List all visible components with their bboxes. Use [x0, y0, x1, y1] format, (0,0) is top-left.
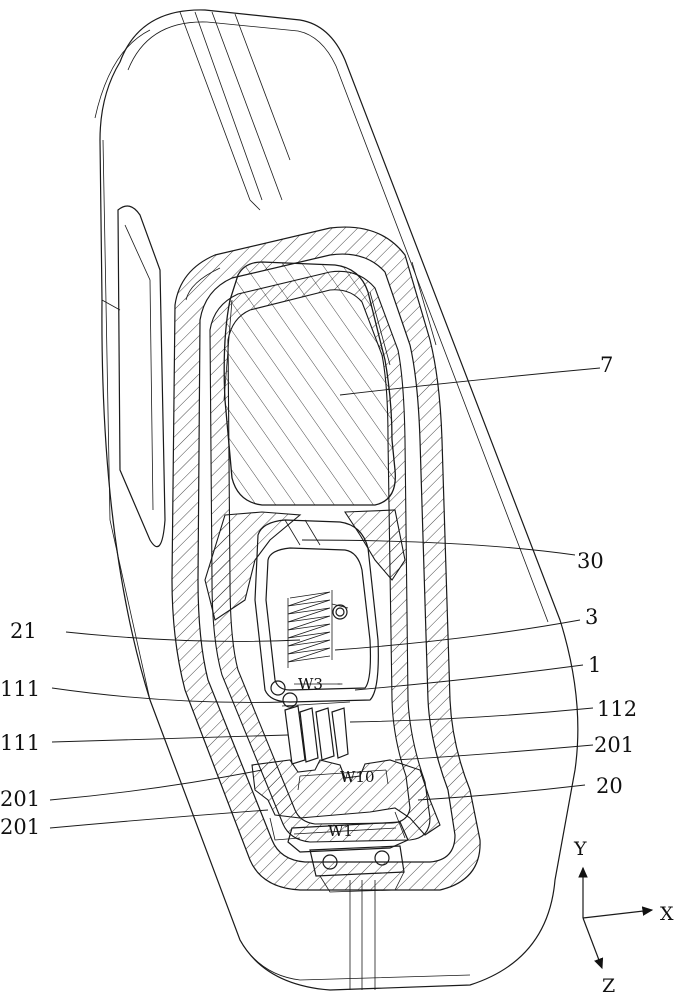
label-111-upper: 111: [0, 677, 40, 701]
label-201-right: 201: [594, 733, 634, 757]
label-7: 7: [600, 353, 613, 377]
label-20: 20: [596, 774, 623, 798]
spring-assembly: [254, 519, 379, 708]
dimension-lines: [293, 683, 397, 835]
label-201-left-lower: 201: [0, 815, 40, 839]
section-outer-wall: [171, 226, 481, 891]
device-housing: [94, 9, 579, 991]
axis-x-label: X: [660, 903, 674, 925]
leader-lines: [49, 367, 601, 829]
label-21: 21: [10, 619, 37, 643]
contacts: [281, 701, 351, 765]
dim-w1: W1: [328, 822, 353, 840]
support-structure: [204, 509, 406, 621]
socket-20: [251, 759, 441, 893]
label-111-lower: 111: [0, 731, 40, 755]
label-1: 1: [588, 653, 601, 677]
dim-w10: W10: [340, 768, 375, 786]
label-3: 3: [585, 605, 598, 629]
label-112: 112: [597, 697, 637, 721]
label-201-left-upper: 201: [0, 787, 40, 811]
component-7-battery: [223, 261, 396, 506]
axis-y-label: Y: [573, 838, 587, 860]
axis-z-label: Z: [602, 975, 615, 997]
coordinate-axes: [578, 866, 654, 970]
label-30: 30: [577, 549, 604, 573]
dim-w3: W3: [298, 675, 323, 693]
